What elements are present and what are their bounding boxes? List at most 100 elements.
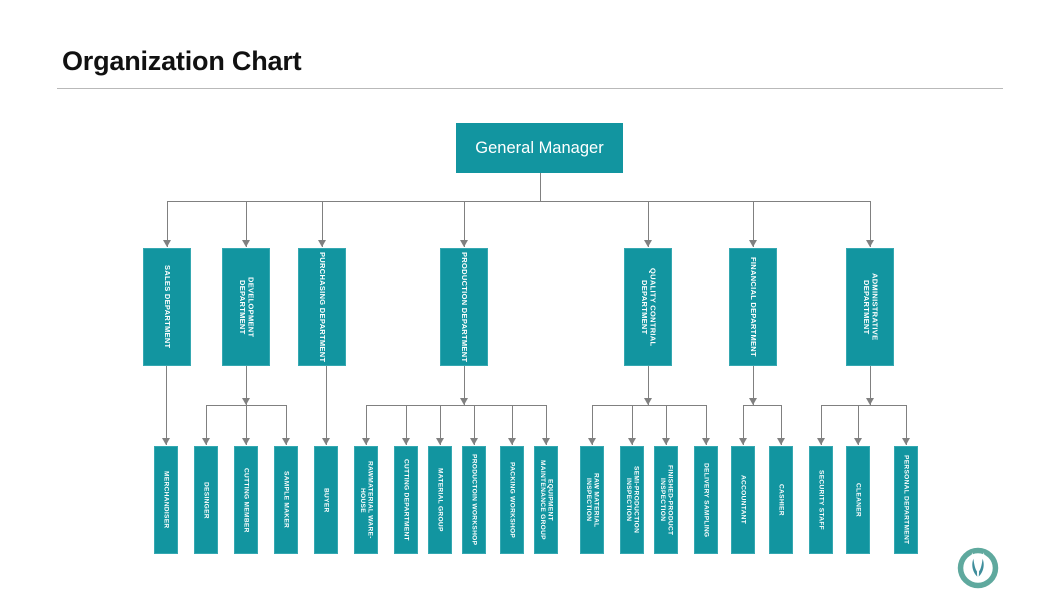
- connector-staff-arrow: [162, 438, 170, 445]
- connector-staff-drop: [666, 405, 667, 445]
- connector-staff-arrow: [282, 438, 290, 445]
- connector-staff-drop: [781, 405, 782, 445]
- connector-staff-arrow: [702, 438, 710, 445]
- page-title: Organization Chart: [62, 46, 302, 76]
- connector-dept-drop: [648, 201, 649, 247]
- productoin-workshop-label: PRODUCTOIN WORKSHOP: [470, 454, 478, 546]
- general-manager[interactable]: General Manager: [456, 123, 623, 173]
- connector-dept-arrow: [749, 240, 757, 247]
- connector-staff-drop: [858, 405, 859, 445]
- development-department-label: DEVELOPMENT DEPARTMENT: [238, 276, 256, 338]
- connector-staff-stem-arrow: [460, 398, 468, 405]
- buyer[interactable]: BUYER: [314, 446, 338, 554]
- connector-staff-drop: [286, 405, 287, 445]
- connector-dept-drop: [870, 201, 871, 247]
- connector-staff-arrow: [777, 438, 785, 445]
- accountant-label: ACCOUNTANT: [739, 475, 747, 525]
- development-department[interactable]: DEVELOPMENT DEPARTMENT: [222, 248, 270, 366]
- connector-staff-drop: [206, 405, 207, 445]
- connector-staff-arrow: [542, 438, 550, 445]
- quality-contrial-department[interactable]: QUALITY CONTRIAL DEPARTMENT: [624, 248, 672, 366]
- connector-staff-stem-arrow: [242, 398, 250, 405]
- connector-staff-drop: [440, 405, 441, 445]
- connector-staff-drop: [474, 405, 475, 445]
- cashier[interactable]: CASHIER: [769, 446, 793, 554]
- connector-root-bus: [167, 201, 870, 202]
- connector-dept-drop: [167, 201, 168, 247]
- purchasing-department[interactable]: PURCHASING DEPARTMENT: [298, 248, 346, 366]
- semi-production-inspection[interactable]: SEMI-PRODUCTION INSPECTION: [620, 446, 644, 554]
- buyer-label: BUYER: [322, 487, 330, 513]
- raw-material-inspection-label: RAW MATERIAL INSPECTION: [585, 472, 600, 528]
- personal-department[interactable]: PERSONAL DEPARTMENT: [894, 446, 918, 554]
- equipment-maintenance-group[interactable]: EQUIPMENT MAINTENANCE GROUP: [534, 446, 558, 554]
- purchasing-department-label: PURCHASING DEPARTMENT: [318, 251, 328, 363]
- delivery-sampling-label: DELIVERY SAMPLING: [702, 462, 710, 538]
- connector-staff-stem: [464, 366, 465, 405]
- connector-staff-bus: [821, 405, 906, 406]
- connector-staff-arrow: [739, 438, 747, 445]
- company-logo: [955, 545, 1001, 591]
- connector-dept-drop: [322, 201, 323, 247]
- semi-production-inspection-label: SEMI-PRODUCTION INSPECTION: [625, 466, 640, 534]
- security-staff-label: SECURITY STAFF: [817, 469, 825, 530]
- connector-staff-stem: [753, 366, 754, 405]
- material-group[interactable]: MATERIAL GROUP: [428, 446, 452, 554]
- connector-staff-drop: [326, 366, 327, 445]
- delivery-sampling[interactable]: DELIVERY SAMPLING: [694, 446, 718, 554]
- equipment-maintenance-group-label: EQUIPMENT MAINTENANCE GROUP: [539, 460, 554, 540]
- connector-staff-arrow: [470, 438, 478, 445]
- general-manager-label: General Manager: [475, 138, 604, 157]
- sample-maker[interactable]: SAMPLE MAKER: [274, 446, 298, 554]
- connector-staff-arrow: [662, 438, 670, 445]
- connector-staff-arrow: [202, 438, 210, 445]
- connector-staff-arrow: [628, 438, 636, 445]
- connector-dept-arrow: [866, 240, 874, 247]
- connector-dept-drop: [753, 201, 754, 247]
- merchandiser[interactable]: MERCHANDISER: [154, 446, 178, 554]
- connector-staff-stem-arrow: [749, 398, 757, 405]
- connector-staff-stem-arrow: [644, 398, 652, 405]
- connector-staff-arrow: [854, 438, 862, 445]
- sample-maker-label: SAMPLE MAKER: [282, 471, 290, 529]
- rawmaterial-warehouse[interactable]: RAWMATERIAL WARE- HOUSE: [354, 446, 378, 554]
- connector-staff-stem: [246, 366, 247, 405]
- production-department[interactable]: PRODUCTION DEPARTMENT: [440, 248, 488, 366]
- cutting-department[interactable]: CUTTING DEPARTMENT: [394, 446, 418, 554]
- connector-staff-arrow: [242, 438, 250, 445]
- title-divider: [57, 88, 1003, 89]
- connector-dept-arrow: [318, 240, 326, 247]
- connector-dept-arrow: [460, 240, 468, 247]
- security-staff[interactable]: SECURITY STAFF: [809, 446, 833, 554]
- cutting-member[interactable]: CUTTING MEMBER: [234, 446, 258, 554]
- production-department-label: PRODUCTION DEPARTMENT: [460, 251, 470, 363]
- sales-department-label: SALES DEPARTMENT: [163, 265, 173, 349]
- raw-material-inspection[interactable]: RAW MATERIAL INSPECTION: [580, 446, 604, 554]
- cleaner-label: CLEANER: [854, 483, 862, 517]
- finished-product-inspection[interactable]: FINISHED-PRODUCT INSPECTION: [654, 446, 678, 554]
- administrative-department[interactable]: ADMINISTRATIVE DEPARTMENT: [846, 248, 894, 366]
- connector-staff-arrow: [508, 438, 516, 445]
- accountant[interactable]: ACCOUNTANT: [731, 446, 755, 554]
- cutting-member-label: CUTTING MEMBER: [242, 467, 250, 533]
- connector-staff-drop: [632, 405, 633, 445]
- connector-root-stem: [539, 173, 541, 201]
- connector-dept-arrow: [163, 240, 171, 247]
- connector-staff-drop: [546, 405, 547, 445]
- sales-department[interactable]: SALES DEPARTMENT: [143, 248, 191, 366]
- connector-staff-drop: [366, 405, 367, 445]
- cashier-label: CASHIER: [777, 484, 785, 516]
- desinger[interactable]: DESINGER: [194, 446, 218, 554]
- connector-staff-stem: [648, 366, 649, 405]
- productoin-workshop[interactable]: PRODUCTOIN WORKSHOP: [462, 446, 486, 554]
- desinger-label: DESINGER: [202, 481, 210, 519]
- connector-staff-drop: [821, 405, 822, 445]
- cutting-department-label: CUTTING DEPARTMENT: [402, 459, 410, 541]
- finished-product-inspection-label: FINISHED-PRODUCT INSPECTION: [659, 464, 674, 536]
- cleaner[interactable]: CLEANER: [846, 446, 870, 554]
- financial-department[interactable]: FINANCIAL DEPARTMENT: [729, 248, 777, 366]
- connector-staff-bus: [743, 405, 781, 406]
- packing-workshop[interactable]: PACKING WORKSHOP: [500, 446, 524, 554]
